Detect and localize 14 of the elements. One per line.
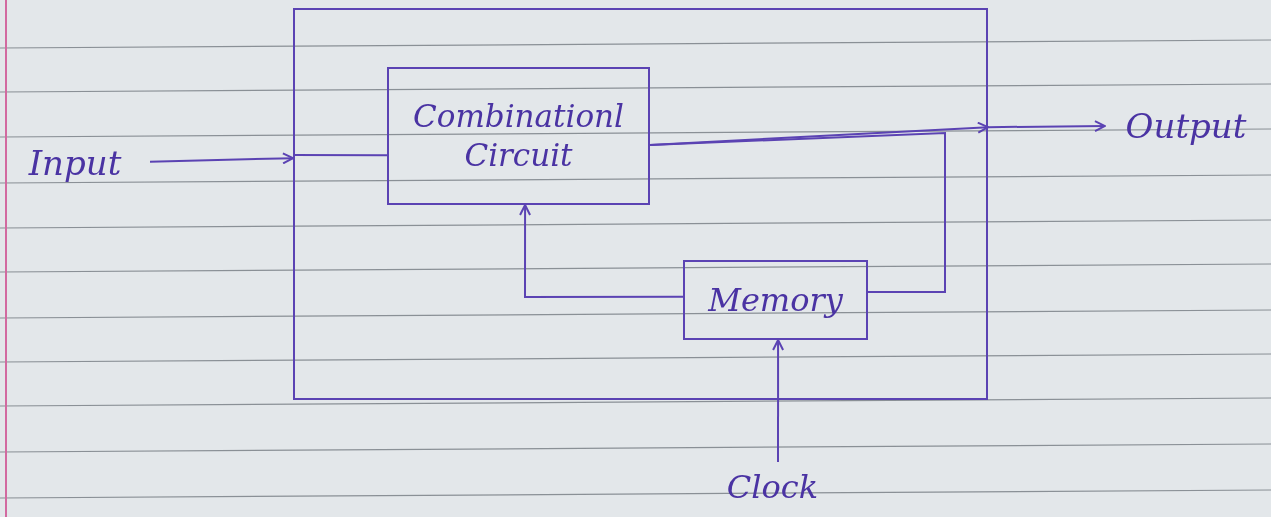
signal-label: Input [28,141,122,185]
connector-line [649,131,946,293]
arrow [987,120,1106,133]
process-box [387,67,650,205]
box-label: Memory [708,280,843,320]
arrow [519,204,684,298]
signal-label: Output [1125,104,1247,148]
process-box [683,260,868,340]
signal-label: Clock [726,467,819,507]
arrow [149,152,294,165]
box-label: Combinationl Circuit [412,97,625,175]
arrow [772,339,785,463]
system-boundary-box [293,8,988,400]
connector-line [292,154,388,157]
